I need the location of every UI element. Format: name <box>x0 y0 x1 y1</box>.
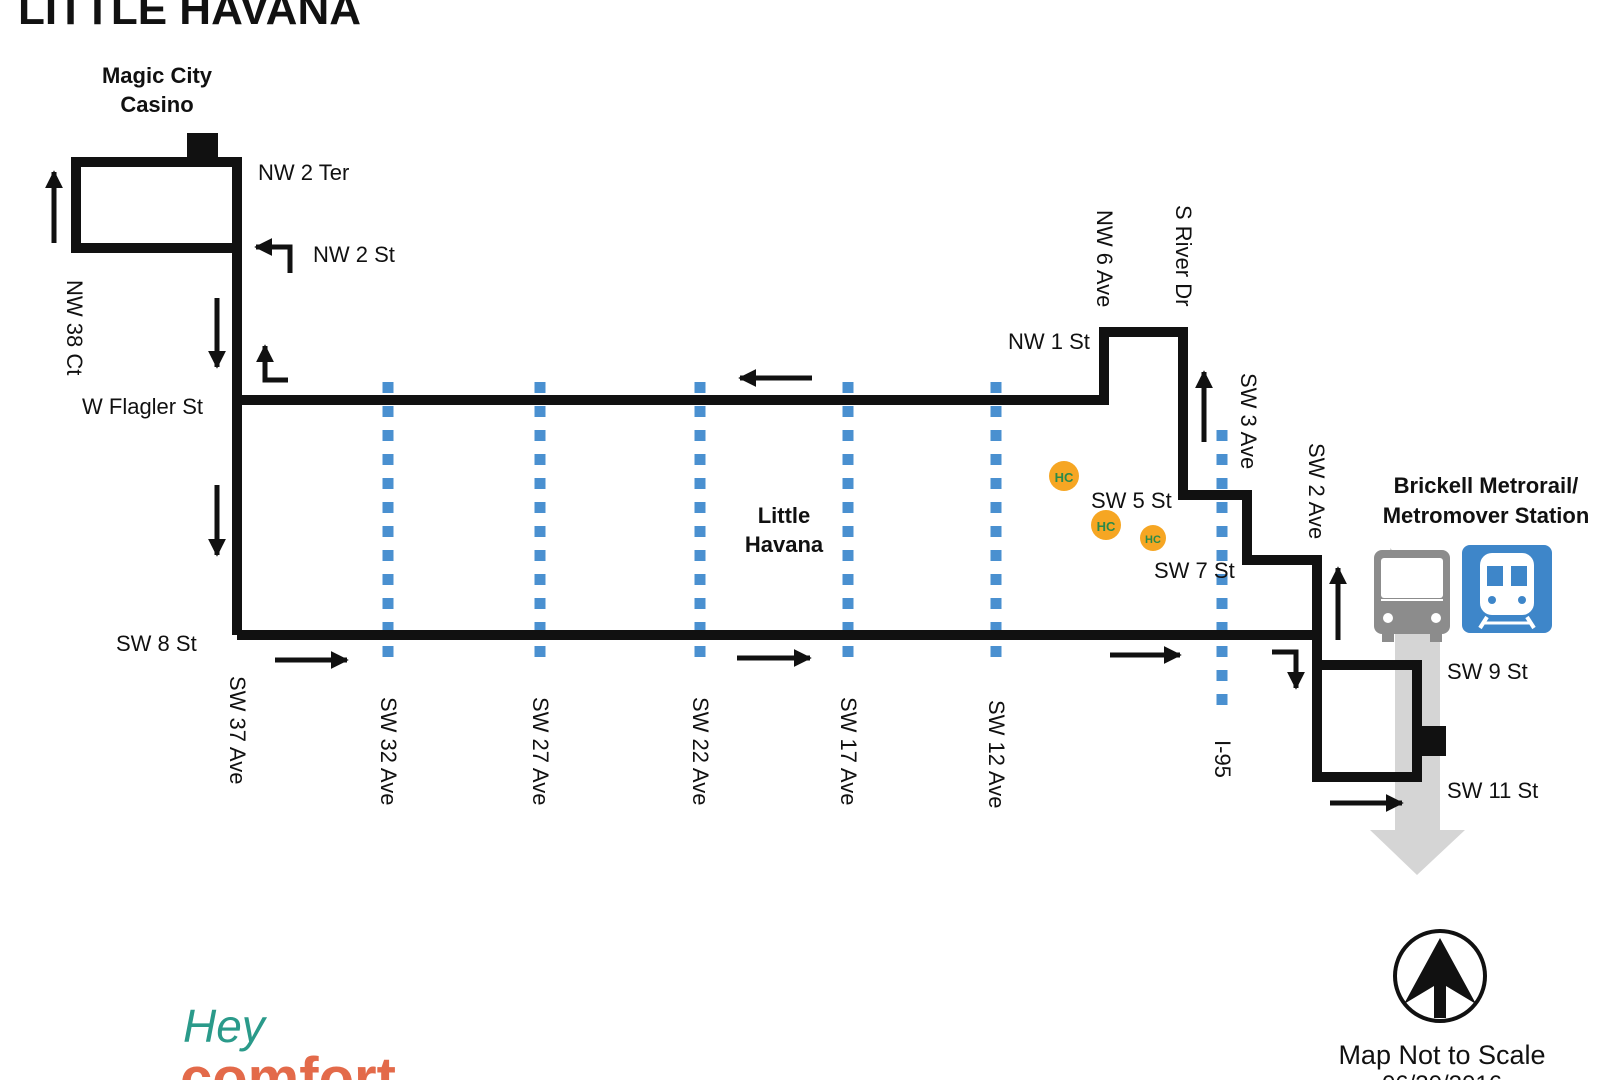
label-nw-2-st: NW 2 St <box>313 242 395 267</box>
label-sw-9-st: SW 9 St <box>1447 659 1528 684</box>
label-sw-7-st: SW 7 St <box>1154 558 1235 583</box>
station-label-line1: Brickell Metrorail/ <box>1394 473 1579 498</box>
hc-marker: HC <box>1049 461 1079 491</box>
label-sw-12-ave: SW 12 Ave <box>984 700 1009 808</box>
label-sw-3-ave: SW 3 Ave <box>1236 373 1261 469</box>
hc-marker: HC <box>1091 510 1121 540</box>
label-nw-38-ct: NW 38 Ct <box>62 280 87 375</box>
north-arrow-icon <box>1393 929 1487 1023</box>
district-label-line2: Havana <box>745 532 824 557</box>
direction-arrows <box>45 170 1404 812</box>
svg-text:Hey: Hey <box>183 1000 268 1052</box>
map-date: 06/20/2016 <box>1382 1071 1502 1080</box>
district-label-line1: Little <box>758 503 811 528</box>
station-label-line2: Metromover Station <box>1383 503 1590 528</box>
label-sw-11-st: SW 11 St <box>1447 778 1538 803</box>
map-scale-note: Map Not to Scale <box>1338 1040 1545 1070</box>
route-sw8 <box>237 630 1422 782</box>
svg-text:comfort: comfort <box>180 1046 396 1080</box>
train-icon <box>1462 545 1552 633</box>
label-nw-1-st: NW 1 St <box>1008 329 1090 354</box>
label-w-flagler-st: W Flagler St <box>82 394 203 419</box>
label-i-95: I-95 <box>1210 740 1235 778</box>
turn-arrow-icon <box>254 238 293 273</box>
turn-arrow-icon <box>256 344 288 383</box>
casino-label-line1: Magic City <box>102 63 213 88</box>
hey-comfort-logo: Hey comfort <box>180 1000 396 1080</box>
casino-stop <box>187 133 218 163</box>
label-sw-5-st: SW 5 St <box>1091 488 1172 513</box>
label-sw-32-ave: SW 32 Ave <box>376 697 401 805</box>
hc-marker: HC <box>1140 525 1166 551</box>
svg-text:HC: HC <box>1097 519 1116 534</box>
bus-icon <box>1374 550 1450 642</box>
turn-arrow-icon <box>1272 649 1305 690</box>
label-sw-27-ave: SW 27 Ave <box>528 697 553 805</box>
bus-route <box>71 157 1422 782</box>
label-sw-37-ave: SW 37 Ave <box>225 676 250 784</box>
route-flagler <box>237 327 1322 640</box>
label-sw-22-ave: SW 22 Ave <box>688 697 713 805</box>
label-sw-8-st: SW 8 St <box>116 631 197 656</box>
station-stop <box>1417 726 1446 756</box>
svg-text:HC: HC <box>1145 534 1161 546</box>
casino-label-line2: Casino <box>120 92 193 117</box>
svg-text:HC: HC <box>1055 470 1074 485</box>
label-nw-6-ave: NW 6 Ave <box>1092 210 1117 307</box>
label-sw-17-ave: SW 17 Ave <box>836 697 861 805</box>
map-title: LITTLE HAVANA <box>18 0 361 34</box>
label-s-river-dr: S River Dr <box>1171 205 1196 306</box>
label-nw-2-ter: NW 2 Ter <box>258 160 349 185</box>
label-sw-2-ave: SW 2 Ave <box>1304 443 1329 539</box>
route-loop-casino <box>71 157 242 635</box>
